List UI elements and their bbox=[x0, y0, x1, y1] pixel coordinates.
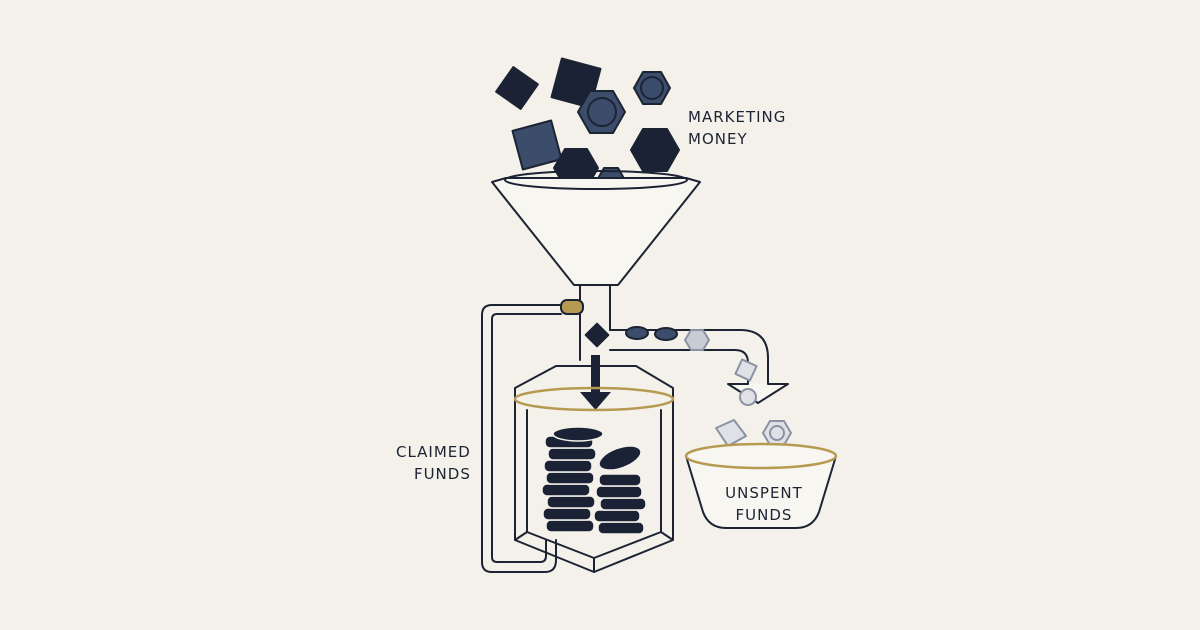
falling-money-shapes bbox=[495, 57, 680, 188]
bowl-gray-square bbox=[715, 419, 747, 447]
claimed-funds-container bbox=[513, 365, 675, 573]
claimed-funds-line2: FUNDS bbox=[413, 465, 471, 483]
unspent-funds-line2: FUNDS bbox=[735, 506, 793, 524]
coin-stack-left bbox=[541, 426, 604, 533]
valve bbox=[560, 299, 584, 315]
funnel-body bbox=[491, 177, 701, 286]
coin-in-pipe bbox=[654, 327, 678, 341]
container-gold-rim bbox=[513, 386, 675, 412]
falling-square-small bbox=[584, 322, 610, 348]
container-inner-walls bbox=[514, 409, 674, 573]
falling-coin-face bbox=[640, 76, 664, 100]
claimed-funds-return-pipe bbox=[481, 304, 562, 573]
coin-in-pipe bbox=[625, 326, 649, 340]
arrow-shaft bbox=[591, 355, 600, 393]
bowl-body bbox=[685, 455, 837, 529]
falling-square bbox=[495, 66, 539, 110]
hexagon-in-pipe bbox=[684, 329, 710, 351]
container-outline bbox=[514, 365, 674, 573]
falling-hexagon bbox=[630, 128, 680, 172]
unspent-funds-line1: UNSPENT bbox=[725, 484, 803, 502]
unspent-funds-label: UNSPENT FUNDS bbox=[715, 482, 813, 526]
funnel bbox=[491, 170, 701, 361]
claimed-funds-line1: CLAIMED bbox=[396, 443, 471, 461]
coin-stack-right bbox=[593, 445, 647, 535]
claimed-funds-label: CLAIMED FUNDS bbox=[396, 441, 471, 485]
unspent-funds-bowl bbox=[684, 419, 838, 529]
arrow-head bbox=[580, 392, 611, 410]
funnel-spout bbox=[579, 284, 611, 361]
marketing-money-label: MARKETING MONEY bbox=[688, 106, 786, 150]
falling-square bbox=[511, 119, 563, 171]
claimed-funds-return-pipe-inner bbox=[491, 313, 562, 563]
funnel-rim bbox=[504, 170, 688, 190]
bowl-gold-rim bbox=[684, 442, 838, 470]
pipe-arrowhead bbox=[727, 383, 789, 404]
pipe-outer bbox=[609, 329, 769, 385]
falling-square-gray bbox=[734, 358, 758, 382]
marketing-money-line1: MARKETING bbox=[688, 108, 787, 126]
unspent-funds-pipe bbox=[609, 326, 789, 406]
marketing-money-line2: MONEY bbox=[688, 130, 748, 148]
falling-coin-gray bbox=[739, 388, 757, 406]
coin-stacks bbox=[541, 426, 647, 535]
claimed-funds-down-arrow bbox=[580, 355, 611, 410]
falling-coin-face bbox=[587, 97, 617, 127]
valve-knob bbox=[560, 299, 584, 315]
